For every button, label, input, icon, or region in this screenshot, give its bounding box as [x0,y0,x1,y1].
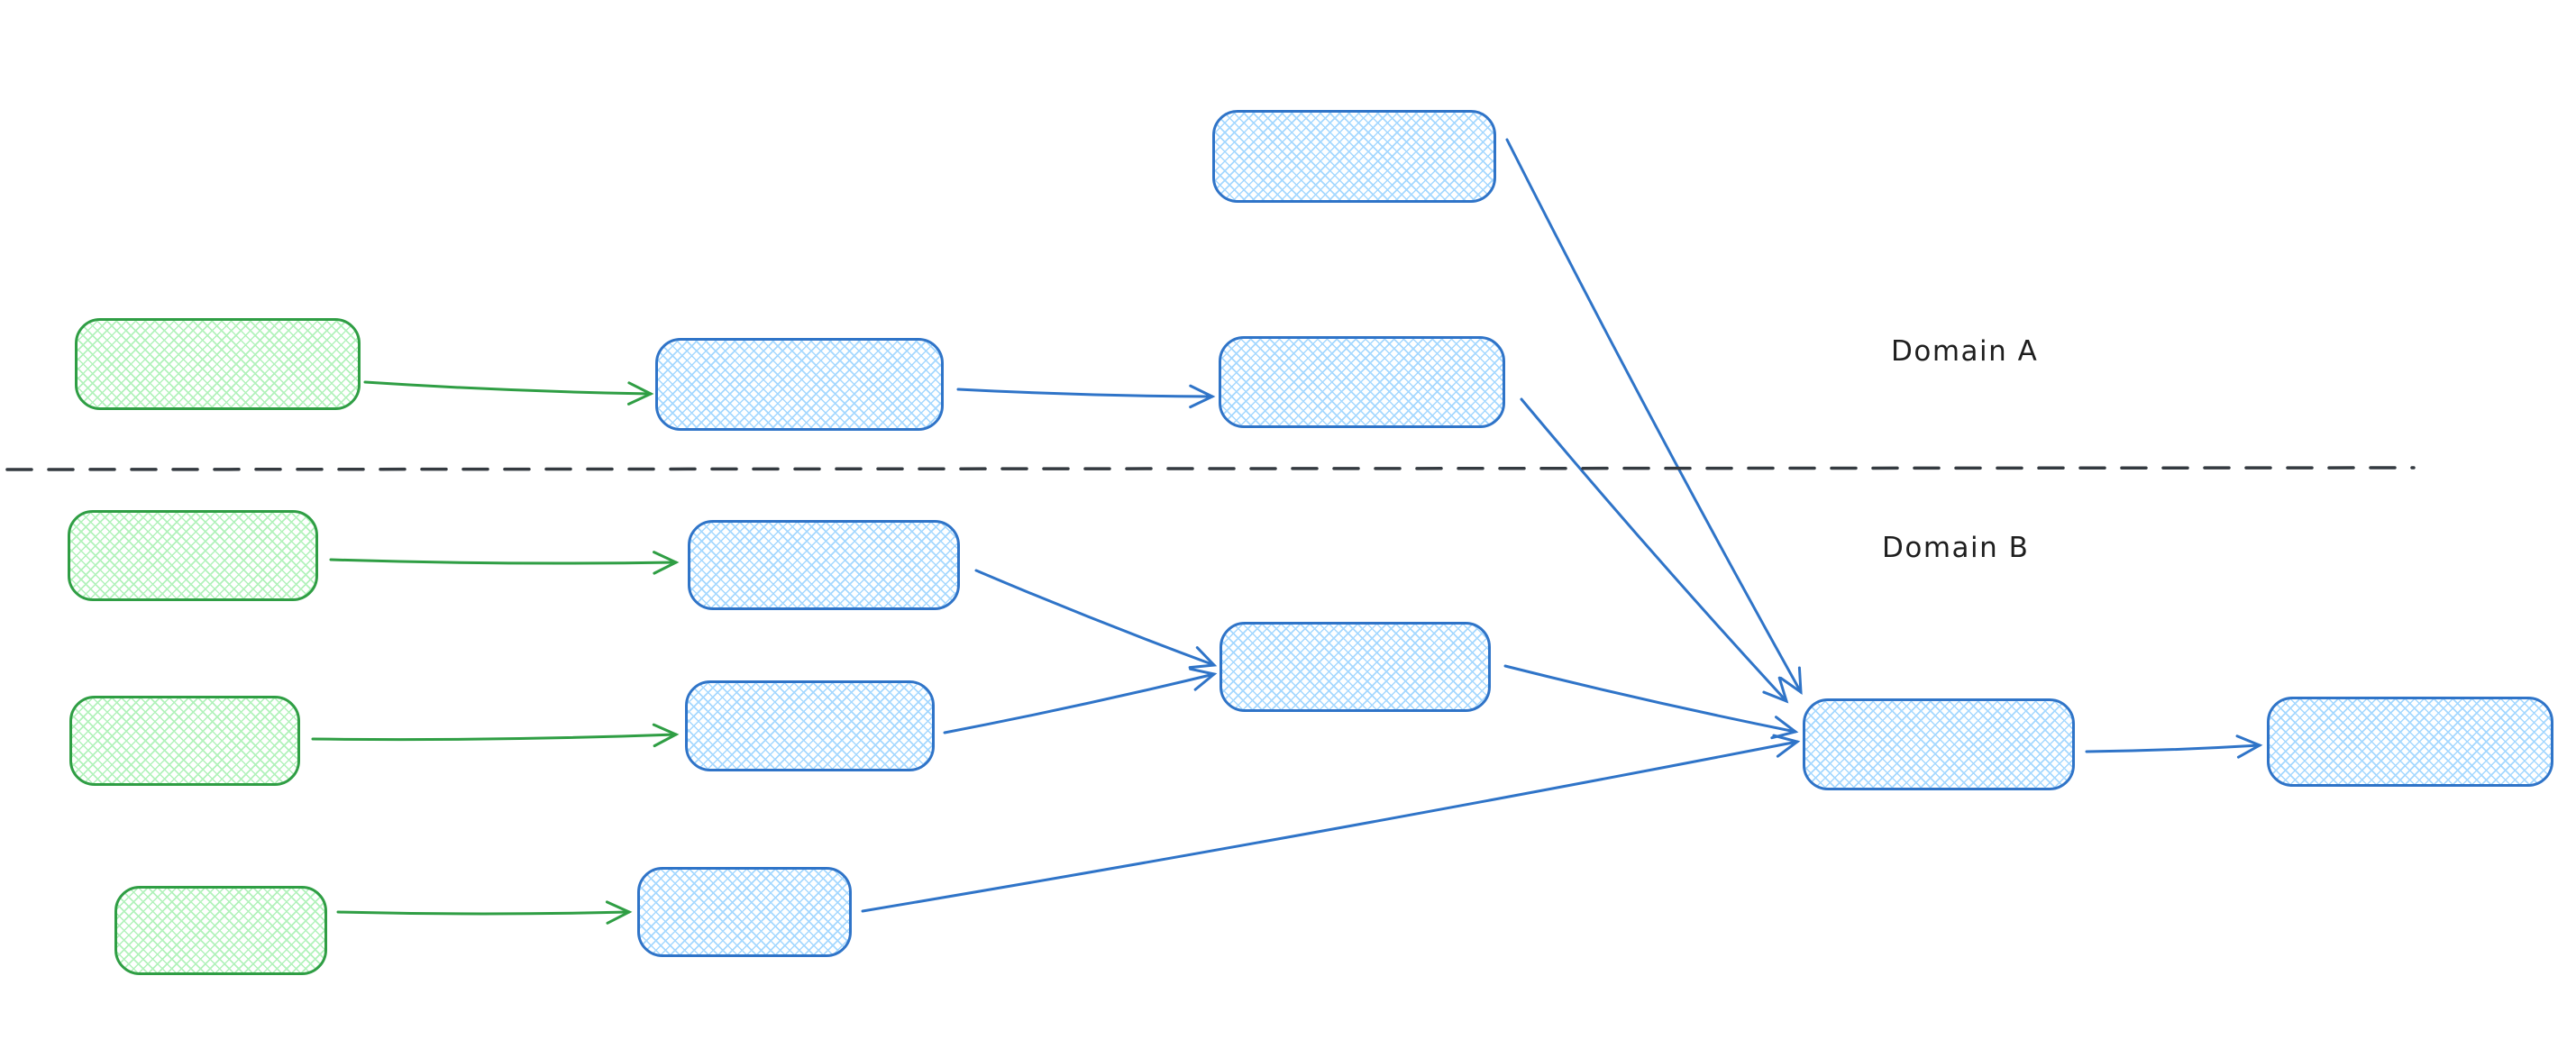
node-top-feed [1212,110,1496,203]
edge-b-step-2-to-b-merge [943,672,1216,734]
edge-b-merge-to-hub [1503,664,1797,734]
node-b-step-3 [637,867,852,957]
node-b-source-2 [69,696,300,786]
node-b-merge [1219,622,1491,712]
arrowhead-b-source-3-to-b-step-3 [605,900,633,925]
edge-top-feed-to-hub [1505,138,1803,694]
edge-b-source-2-to-b-step-2 [311,733,678,742]
domain-b-label: Domain B [1882,532,2030,564]
node-a-step-2 [1219,336,1505,428]
node-a-source [75,318,361,410]
node-output [2267,697,2553,787]
arrowhead-hub-to-output [2235,734,2263,759]
node-hub [1803,698,2075,790]
arrowhead-b-step-1-to-b-merge [1188,646,1218,670]
node-a-step-1 [655,338,944,431]
node-b-source-3 [114,886,327,975]
arrowhead-b-source-1-to-b-step-1 [653,551,680,575]
edge-hub-to-output [2085,743,2261,753]
arrowhead-a-source-to-a-step-1 [626,381,654,406]
arrowhead-b-step-2-to-b-merge [1189,667,1218,691]
arrowhead-top-feed-to-hub [1779,666,1803,696]
edge-a-step-2-to-hub [1520,397,1788,703]
edge-b-source-3-to-b-step-3 [336,910,631,916]
node-b-step-1 [688,520,960,610]
edge-a-source-to-a-step-1 [363,380,653,396]
arrowhead-a-step-1-to-a-step-2 [1189,384,1216,409]
edge-a-step-1-to-a-step-2 [956,388,1214,398]
domain-a-label: Domain A [1891,335,2039,368]
domain-divider [5,466,2416,471]
edge-b-source-1-to-b-step-1 [329,558,678,565]
edge-b-step-3-to-hub [861,740,1799,913]
node-b-step-2 [685,680,935,771]
arrowhead-a-step-2-to-hub [1762,676,1789,704]
arrowhead-b-merge-to-hub [1770,716,1799,740]
arrowhead-b-source-2-to-b-step-2 [652,723,680,748]
arrowhead-b-step-3-to-hub [1772,734,1801,758]
node-b-source-1 [68,510,318,601]
edge-b-step-1-to-b-merge [974,569,1216,667]
